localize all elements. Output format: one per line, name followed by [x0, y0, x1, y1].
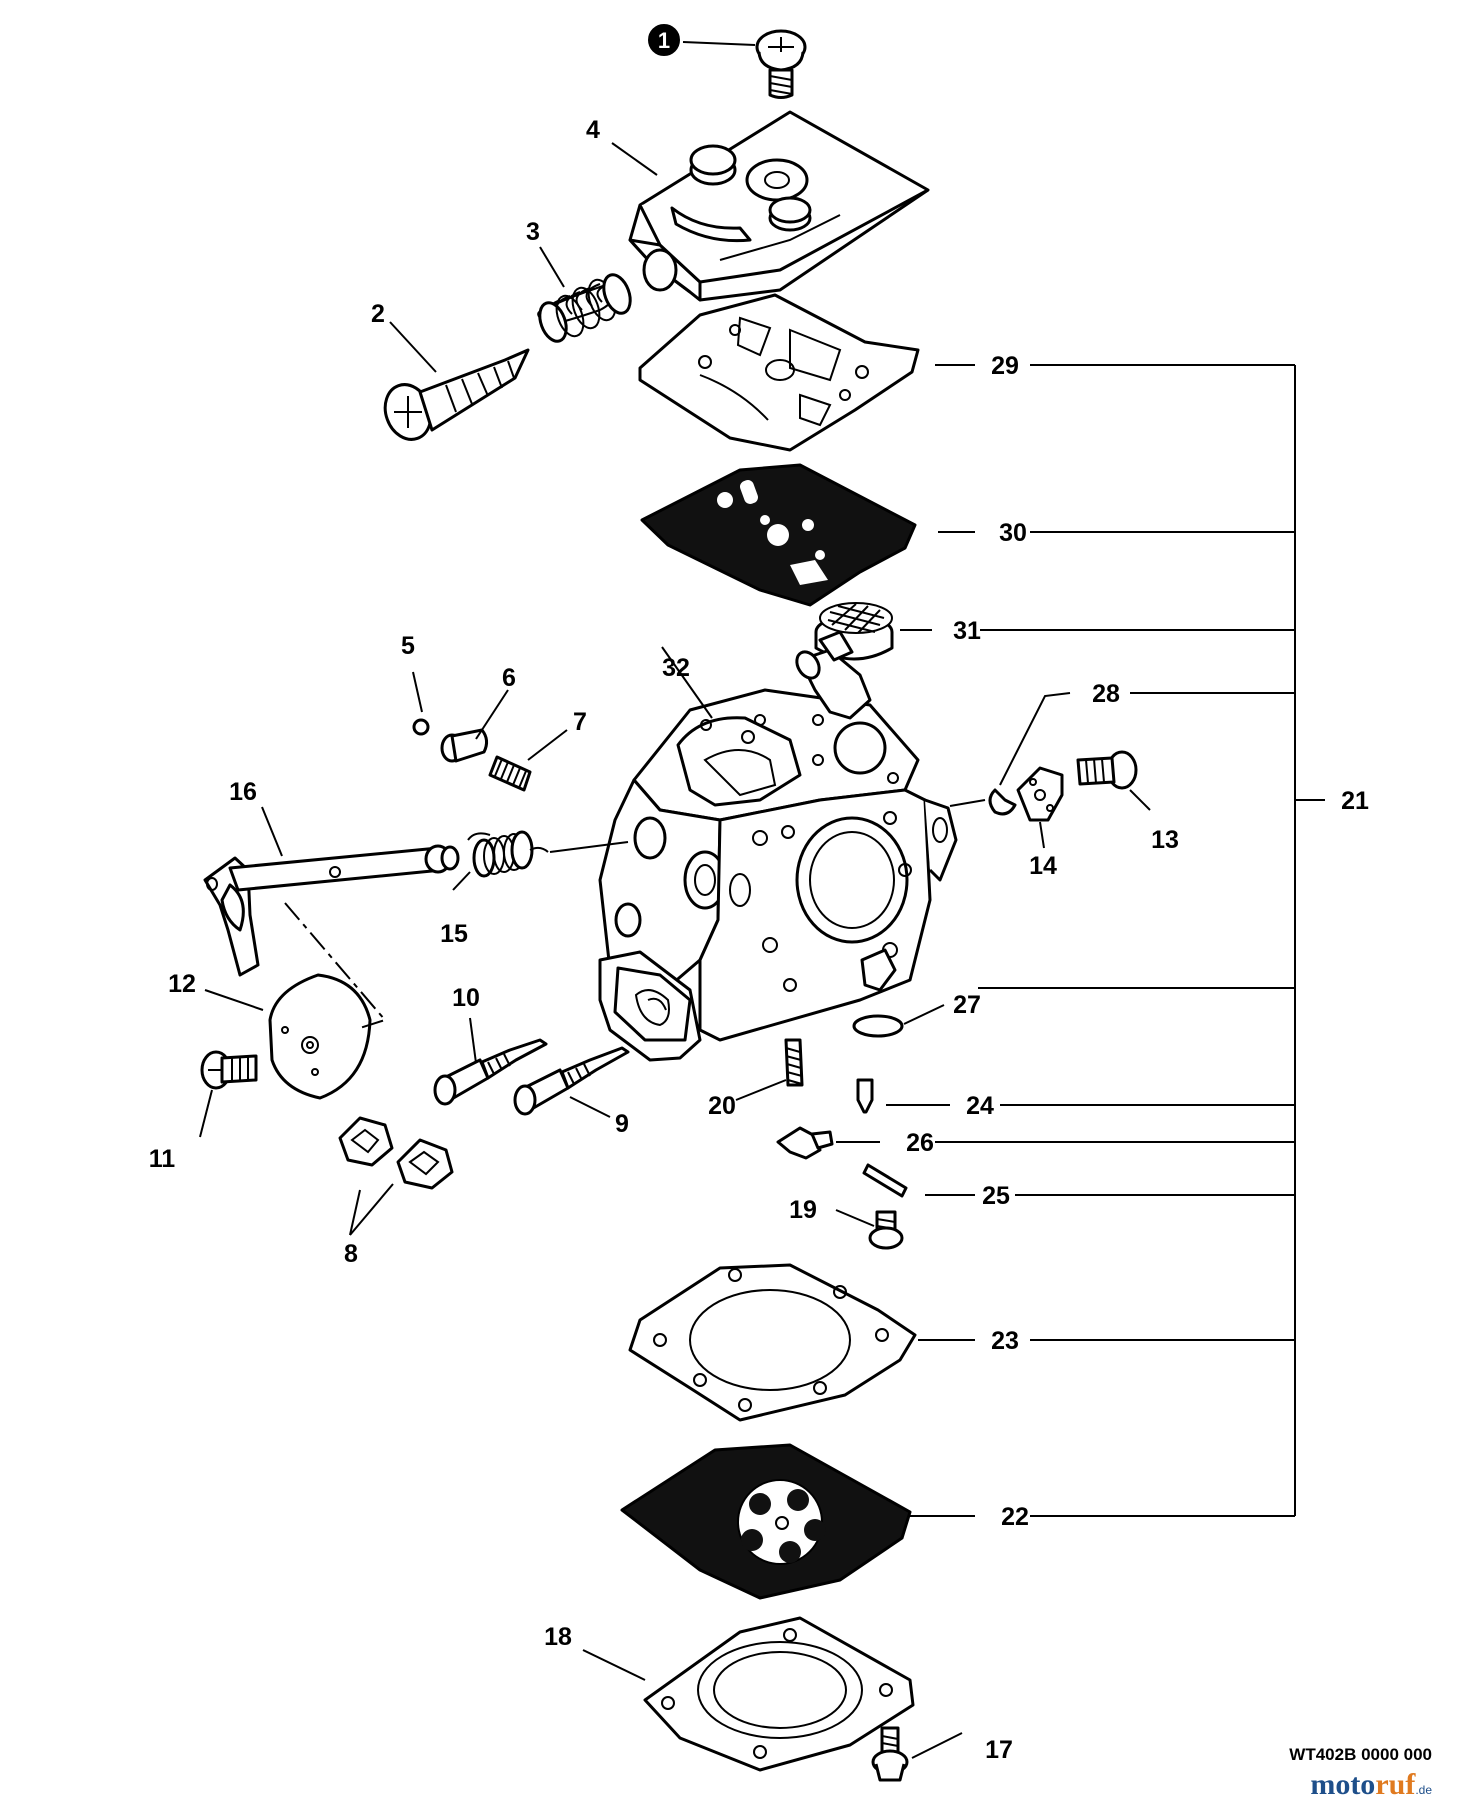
callout-29: 29	[991, 352, 1019, 380]
part-10-adjusting-needle	[433, 1038, 548, 1106]
part-17-screw	[871, 1726, 909, 1782]
watermark: motoruf.de	[1310, 1768, 1432, 1800]
part-1-screw	[755, 29, 807, 99]
callout-32: 32	[662, 654, 690, 682]
callout-3: 3	[526, 218, 540, 246]
part-27-o-ring	[852, 1014, 904, 1038]
part-26-control-lever	[776, 1126, 834, 1160]
callout-8: 8	[344, 1240, 358, 1268]
callout-7: 7	[573, 708, 587, 736]
callout-2: 2	[371, 300, 385, 328]
part-7-spring	[488, 755, 532, 792]
part-13-screw	[1076, 750, 1138, 790]
callout-28: 28	[1092, 680, 1120, 708]
watermark-suffix: .de	[1415, 1783, 1432, 1797]
callout-22: 22	[1001, 1503, 1029, 1531]
part-4-pump-cover	[628, 110, 930, 302]
part-12-throttle-plate	[268, 973, 372, 1100]
part-3-spring	[537, 273, 632, 343]
callout-25: 25	[982, 1182, 1010, 1210]
callout-6: 6	[502, 664, 516, 692]
part-28-clip	[988, 788, 1017, 816]
callout-26: 26	[906, 1129, 934, 1157]
callout-11: 11	[149, 1145, 176, 1173]
callout-numbers: 1 2 3 4 5 6 7 8 9 10 11 12 13 14 15 16 1…	[149, 24, 1369, 1764]
callout-21: 21	[1341, 787, 1369, 815]
part-29-gasket	[638, 293, 920, 452]
part-22-metering-diaphragm	[620, 1443, 912, 1600]
callout-17: 17	[985, 1736, 1013, 1764]
part-18-cover	[643, 1616, 915, 1772]
drawing-reference: WT402B 0000 000	[1289, 1745, 1432, 1764]
leader-lines	[199, 41, 1151, 1759]
part-32-carburetor-body	[598, 630, 958, 1062]
svg-text:motoruf.de: motoruf.de	[1310, 1768, 1432, 1800]
callout-19: 19	[789, 1196, 817, 1224]
part-30-diaphragm	[640, 463, 917, 607]
callout-16: 16	[229, 778, 257, 806]
callout-14: 14	[1029, 852, 1057, 880]
part-14-plate	[1016, 766, 1064, 822]
part-19-screw	[868, 1210, 904, 1250]
part-5-ball	[412, 718, 430, 736]
part-11-screw	[200, 1050, 258, 1090]
part-9-adjusting-needle	[513, 1046, 630, 1116]
callout-12: 12	[168, 970, 196, 998]
watermark-part2: ruf	[1375, 1768, 1416, 1800]
part-16-throttle-shaft	[203, 844, 460, 977]
callout-20: 20	[708, 1092, 736, 1120]
callout-27: 27	[953, 991, 981, 1019]
part-15-spring	[467, 830, 549, 878]
callout-13: 13	[1151, 826, 1179, 854]
watermark-part1: moto	[1310, 1768, 1375, 1800]
part-25-pin	[862, 1163, 908, 1198]
callout-24: 24	[966, 1092, 994, 1120]
part-23-gasket	[628, 1263, 917, 1422]
part-20-spring	[784, 1038, 804, 1087]
callout-9: 9	[615, 1110, 629, 1138]
assembly-bracket	[836, 364, 1325, 1517]
callout-10: 10	[452, 984, 480, 1012]
callout-4: 4	[586, 116, 600, 144]
callout-5: 5	[401, 632, 415, 660]
callout-30: 30	[999, 519, 1027, 547]
callout-15: 15	[440, 920, 468, 948]
part-8-limiter-caps	[338, 1116, 454, 1190]
part-24-inlet-needle	[856, 1078, 874, 1114]
svg-text:1: 1	[658, 28, 670, 53]
callout-23: 23	[991, 1327, 1019, 1355]
callout-1: 1	[648, 24, 680, 56]
callout-18: 18	[544, 1623, 572, 1651]
part-2-long-screw	[383, 348, 530, 441]
callout-31: 31	[953, 617, 981, 645]
